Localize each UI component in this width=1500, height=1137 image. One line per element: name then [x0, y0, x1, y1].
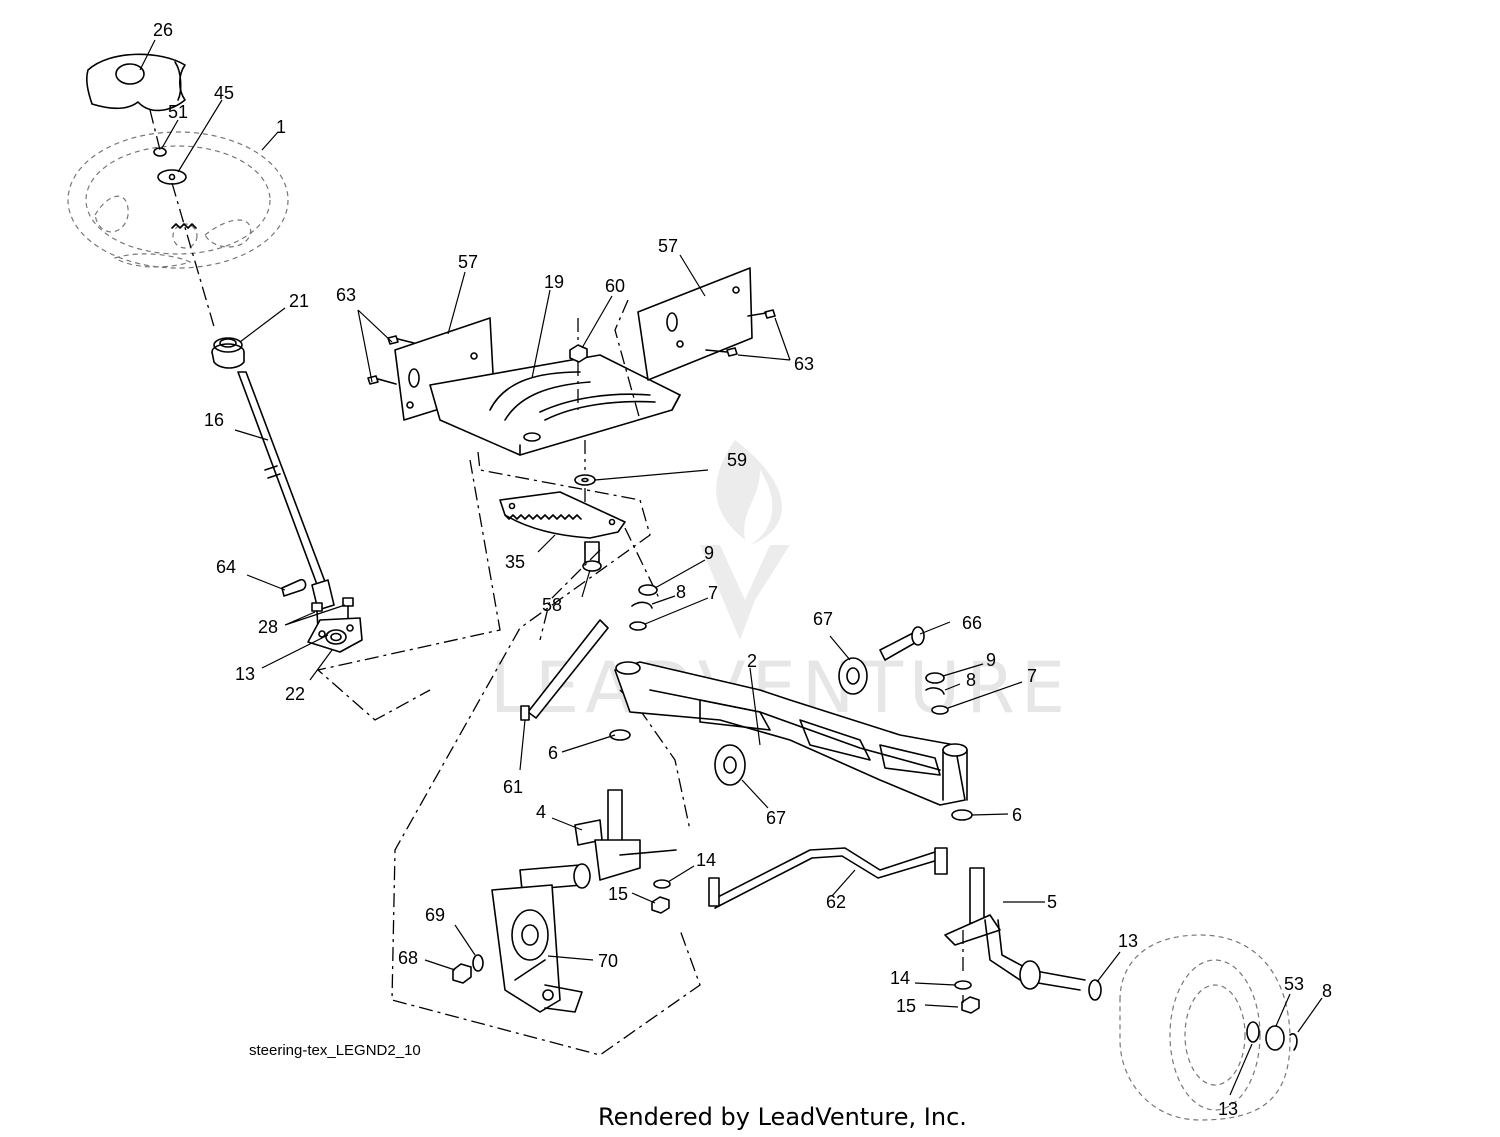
washer-6-right [951, 809, 973, 821]
callout-26: 26 [153, 20, 173, 40]
callout-14-right: 14 [890, 968, 910, 988]
washer-13-outer [1246, 1021, 1260, 1043]
washer-53 [1265, 1025, 1285, 1051]
callout-57-right: 57 [658, 236, 678, 256]
left-spindle-hardware [629, 584, 658, 631]
callout-67-rear: 67 [813, 609, 833, 629]
callout-13-wheel: 13 [1118, 931, 1138, 951]
steering-adapter [211, 337, 245, 369]
callout-67-front: 67 [766, 808, 786, 828]
callout-19: 19 [544, 272, 564, 292]
callout-51: 51 [168, 102, 188, 122]
callout-7-left: 7 [708, 583, 718, 603]
washer-69 [472, 954, 484, 972]
front-axle [614, 661, 968, 806]
callout-66: 66 [962, 613, 982, 633]
callout-15-right: 15 [896, 996, 916, 1016]
callout-22: 22 [285, 684, 305, 704]
callout-8-right: 8 [966, 670, 976, 690]
steering-support-plate-right [637, 267, 753, 381]
footer-credit: Rendered by LeadVenture, Inc. [598, 1103, 967, 1131]
callout-6-left: 6 [548, 743, 558, 763]
callout-16: 16 [204, 410, 224, 430]
callout-13-outer: 13 [1218, 1099, 1238, 1119]
steering-wheel-cap [85, 53, 186, 112]
shoulder-bolt-58 [582, 541, 602, 572]
right-spindle-hardware [925, 672, 949, 715]
washer-13-right [1088, 979, 1102, 1001]
pivot-bushing-67-rear [838, 657, 868, 695]
callout-58: 58 [542, 595, 562, 615]
leader-lines [139, 39, 1323, 1096]
callout-9-right: 9 [986, 650, 996, 670]
callout-28: 28 [258, 617, 278, 637]
diagram-code: steering-tex_LEGND2_10 [249, 1042, 421, 1059]
callout-4: 4 [536, 802, 546, 822]
steering-assembly-boundary-a [316, 459, 501, 721]
callout-2: 2 [747, 651, 757, 671]
callout-57-left: 57 [458, 252, 478, 272]
callout-8-wheel: 8 [1322, 981, 1332, 1001]
callout-70: 70 [598, 951, 618, 971]
flange-nut-60 [569, 318, 588, 410]
callout-53: 53 [1284, 974, 1304, 994]
steering-bracket [307, 617, 363, 653]
nut-68 [452, 963, 472, 984]
left-spindle [519, 789, 677, 891]
callout-69: 69 [425, 905, 445, 925]
callout-13-shaft: 13 [235, 664, 255, 684]
callout-35: 35 [505, 552, 525, 572]
callout-64: 64 [216, 557, 236, 577]
callout-8-left: 8 [676, 582, 686, 602]
steering-shaft [237, 371, 335, 611]
front-wheel [1119, 934, 1291, 1121]
steering-axis-line [149, 109, 216, 331]
nut-15-left [651, 896, 670, 914]
callout-63-right: 63 [794, 354, 814, 374]
right-spindle [944, 867, 1086, 991]
callout-62: 62 [826, 892, 846, 912]
callout-61: 61 [503, 777, 523, 797]
nut-15-right [961, 996, 980, 1014]
washer-14-left [653, 879, 671, 889]
steering-assembly-boundary-b [391, 451, 701, 1056]
callout-9-left: 9 [704, 543, 714, 563]
pivot-bushing-67-front [714, 744, 746, 786]
callout-15-left: 15 [608, 884, 628, 904]
drag-link [708, 847, 948, 909]
callout-6-right: 6 [1012, 805, 1022, 825]
callout-labels: 26 51 45 1 21 16 64 28 13 22 57 57 63 63… [153, 20, 1332, 1119]
callout-45: 45 [214, 83, 234, 103]
callout-68: 68 [398, 948, 418, 968]
sector-gear [499, 491, 626, 539]
steering-assembly-boundary-d [614, 299, 641, 421]
callout-14-left: 14 [696, 850, 716, 870]
callout-7-right: 7 [1027, 666, 1037, 686]
steering-wheel [67, 131, 289, 269]
steering-plate-70 [491, 884, 583, 1013]
washer-14-right [954, 980, 972, 990]
callout-63-left: 63 [336, 285, 356, 305]
callout-59: 59 [727, 450, 747, 470]
callout-5: 5 [1047, 892, 1057, 912]
callout-1: 1 [276, 117, 286, 137]
retaining-ring-8 [1289, 1033, 1298, 1051]
pivot-bolt-66 [879, 626, 925, 661]
callout-60: 60 [605, 276, 625, 296]
callout-21: 21 [289, 291, 309, 311]
cotter-pin [281, 578, 307, 597]
washer-6-left [609, 729, 631, 741]
plate-bolts [367, 309, 776, 385]
